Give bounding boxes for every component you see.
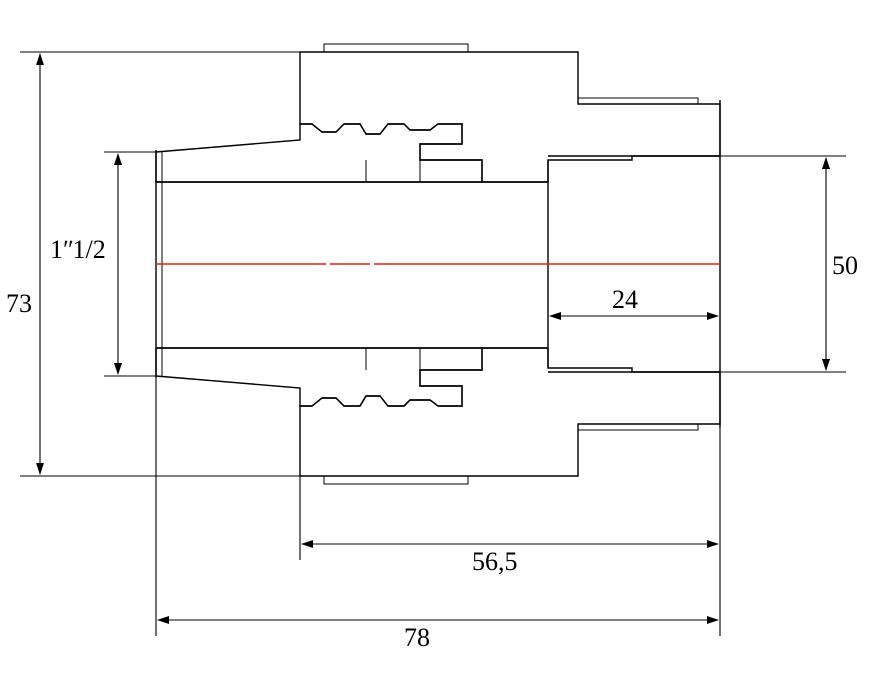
dimension-thread: 1ʺ1/2 (50, 151, 156, 377)
plastic-body-bottom (299, 347, 721, 485)
metal-insert-top (155, 123, 483, 183)
plastic-body-top (299, 43, 721, 183)
dimension-body-length: 56,5 (299, 428, 721, 636)
dimension-body-length-label: 56,5 (472, 547, 518, 576)
dimension-thread-label: 1ʺ1/2 (50, 235, 106, 264)
bore-outline (155, 100, 721, 428)
dimension-outer-diameter: 50 (720, 155, 858, 373)
dimension-socket-depth: 24 (549, 285, 719, 320)
metal-insert-bottom (155, 347, 483, 407)
dimension-outer-diameter-label: 50 (832, 251, 858, 280)
dimension-total-length-label: 78 (404, 623, 430, 652)
dimension-socket-depth-label: 24 (612, 285, 638, 314)
dimension-total-height: 73 (6, 51, 300, 477)
dimension-total-height-label: 73 (6, 289, 32, 318)
dimension-total-length: 78 (155, 378, 719, 652)
